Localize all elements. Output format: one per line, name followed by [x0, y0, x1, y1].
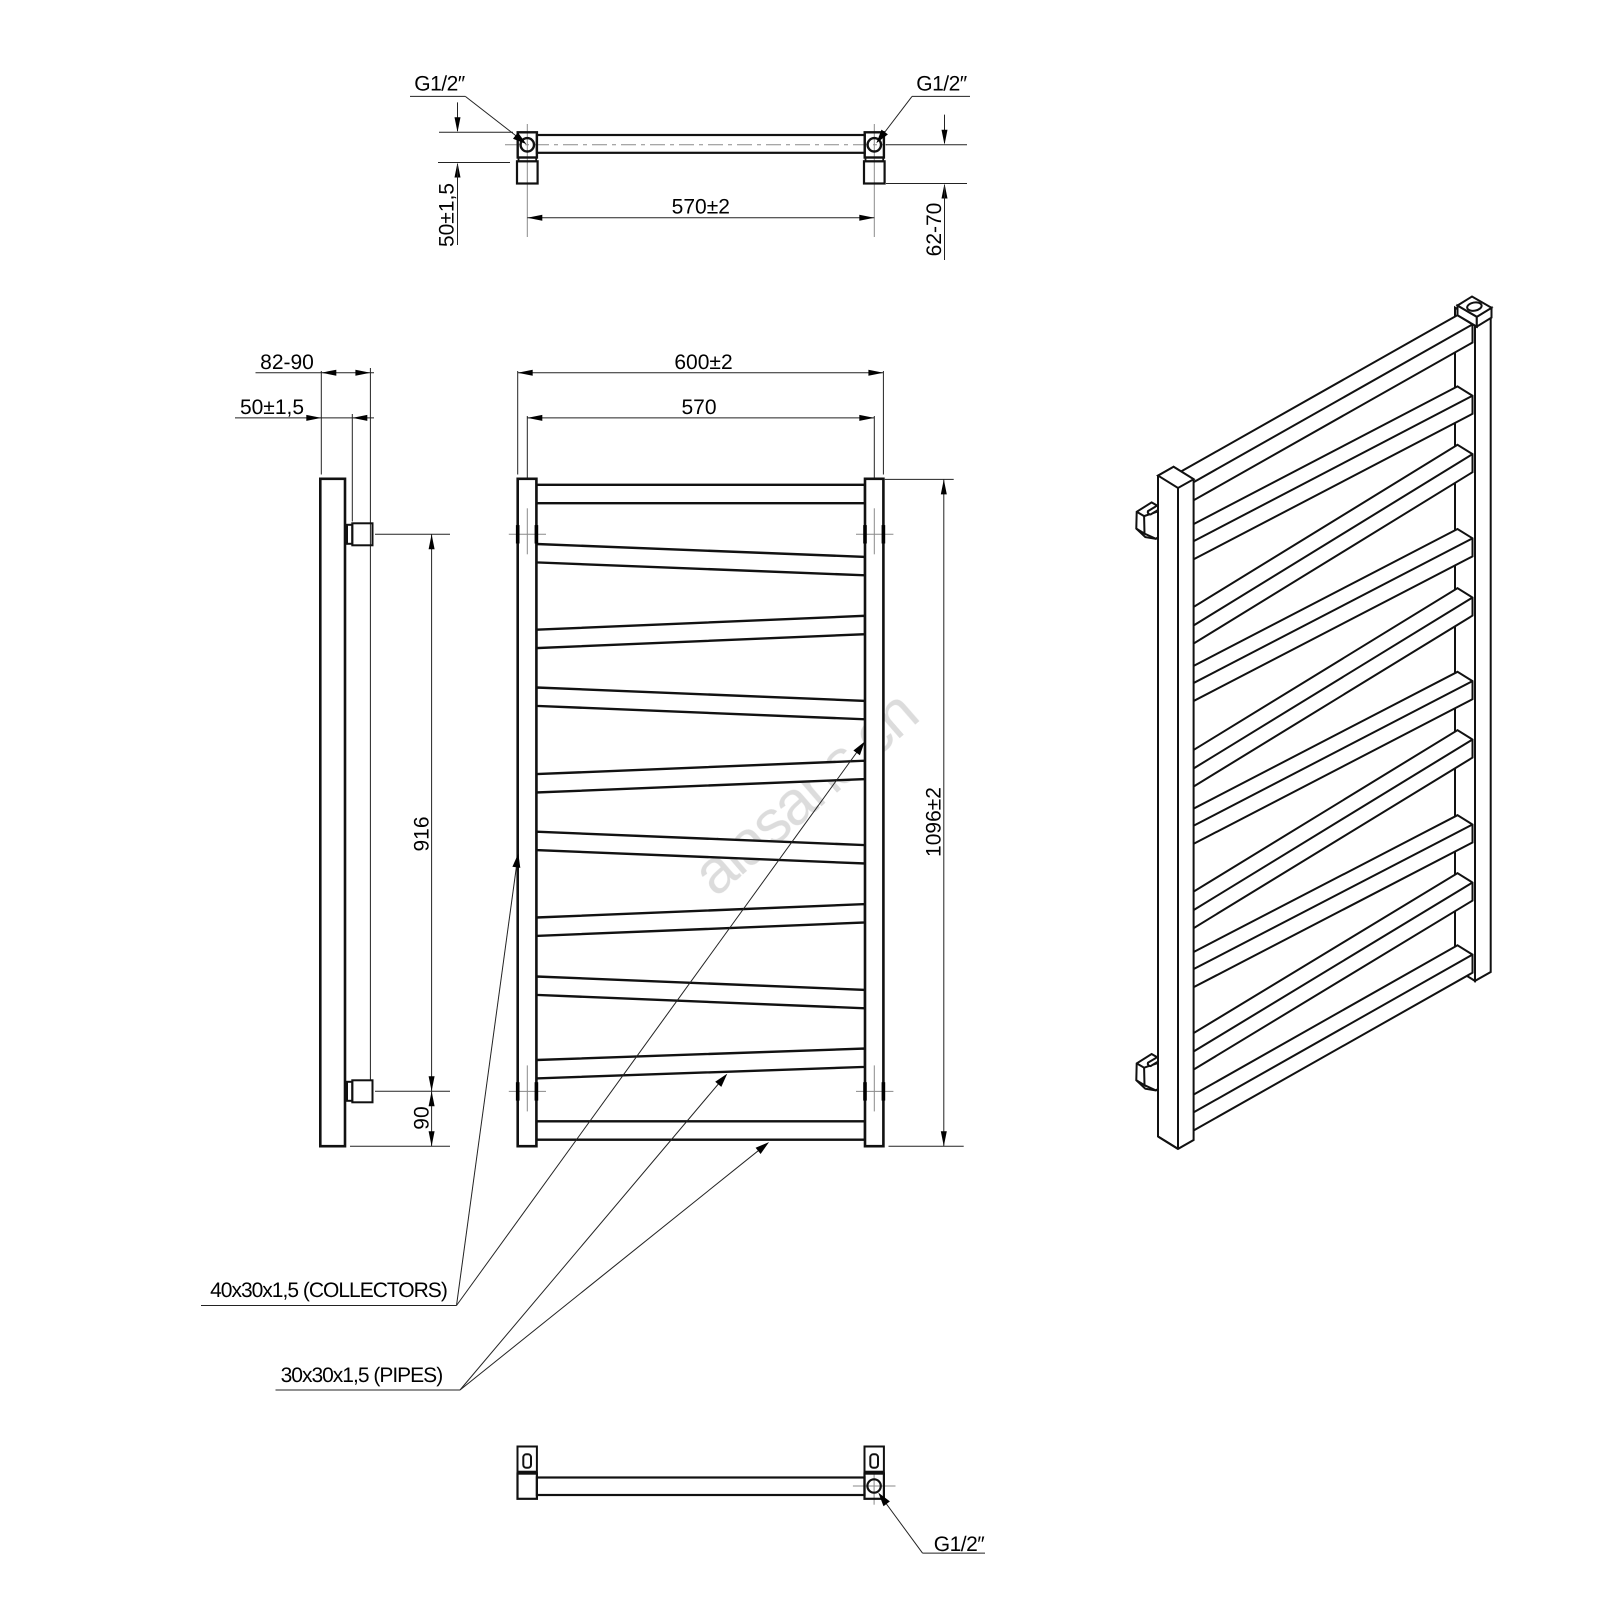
svg-text:40x30x1,5 (COLLECTORS): 40x30x1,5 (COLLECTORS): [210, 1279, 447, 1302]
svg-text:916: 916: [411, 816, 434, 851]
svg-text:1096±2: 1096±2: [923, 787, 946, 857]
svg-text:82-90: 82-90: [260, 351, 314, 374]
svg-text:30x30x1,5 (PIPES): 30x30x1,5 (PIPES): [281, 1364, 443, 1387]
svg-text:62-70: 62-70: [923, 203, 946, 257]
svg-text:600±2: 600±2: [674, 351, 732, 374]
svg-text:50±1,5: 50±1,5: [436, 183, 459, 247]
svg-text:G1/2″: G1/2″: [414, 73, 466, 96]
svg-text:G1/2″: G1/2″: [934, 1533, 986, 1556]
svg-text:570±2: 570±2: [672, 196, 730, 219]
svg-text:90: 90: [411, 1106, 434, 1129]
svg-text:G1/2″: G1/2″: [916, 73, 968, 96]
svg-text:570: 570: [681, 396, 716, 419]
svg-text:50±1,5: 50±1,5: [240, 396, 304, 419]
